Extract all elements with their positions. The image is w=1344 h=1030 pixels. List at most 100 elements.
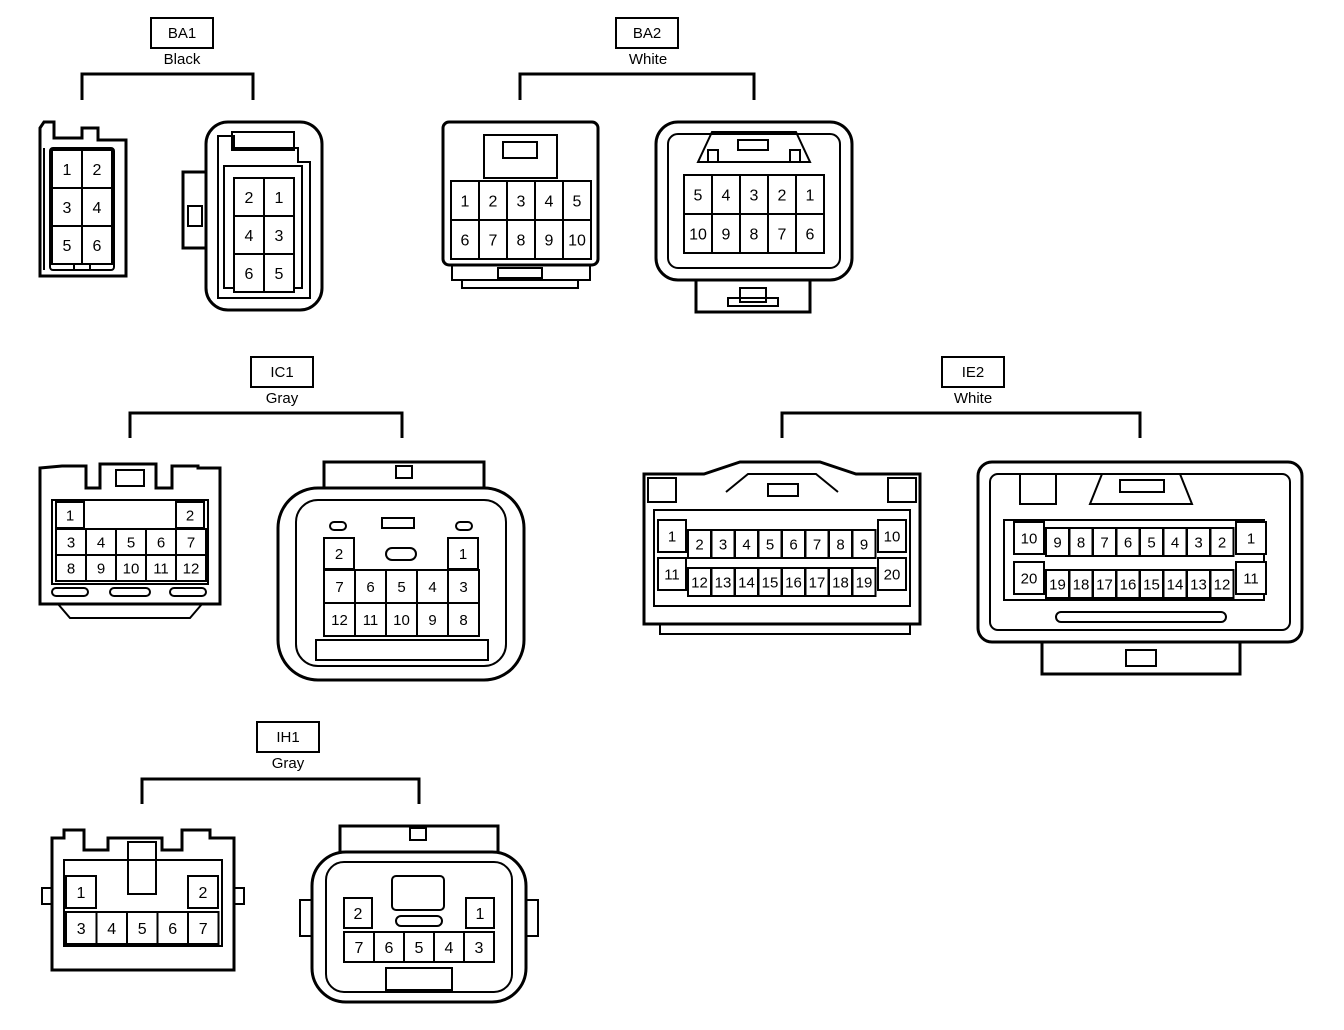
- ic1-left-pin-2: 2: [175, 501, 205, 529]
- svg-text:6: 6: [1124, 534, 1132, 551]
- svg-text:3: 3: [63, 200, 72, 217]
- svg-text:4: 4: [445, 940, 454, 957]
- svg-text:9: 9: [722, 226, 731, 243]
- svg-text:3: 3: [750, 187, 759, 204]
- svg-text:14: 14: [738, 574, 755, 591]
- ie2-left-pin-20: 20: [877, 557, 907, 591]
- svg-text:14: 14: [1167, 576, 1184, 593]
- connector-id-ic1: IC1: [250, 356, 314, 388]
- ih1-bracket: [140, 777, 421, 804]
- ba1-left-pin-2: 2: [81, 149, 113, 189]
- svg-text:6: 6: [245, 266, 254, 283]
- connector-id-ih1: IH1: [256, 721, 320, 753]
- ie2-right-pin-5: 5: [1139, 527, 1164, 557]
- ie2-bracket: [780, 411, 1142, 438]
- svg-text:7: 7: [335, 579, 343, 596]
- svg-text:6: 6: [168, 921, 177, 938]
- ic1-right-pin-8: 8: [447, 602, 480, 637]
- ie2-left-pin-17: 17: [804, 567, 830, 597]
- ie2-right-pin-9: 9: [1045, 527, 1070, 557]
- svg-text:12: 12: [331, 612, 348, 629]
- svg-text:6: 6: [789, 536, 797, 553]
- svg-text:5: 5: [127, 534, 135, 551]
- ic1-right-pin-10: 10: [385, 602, 418, 637]
- ic1-left-pin-7: 7: [175, 528, 207, 556]
- ie2-left-housing: [642, 460, 922, 635]
- svg-text:10: 10: [1021, 530, 1038, 547]
- ic1-left-pin-11: 11: [145, 554, 177, 582]
- svg-text:11: 11: [363, 612, 379, 629]
- connector-color-ba2: White: [628, 51, 668, 68]
- svg-text:17: 17: [809, 574, 826, 591]
- ba1-left-pin-4: 4: [81, 187, 113, 227]
- ie2-left-pin-13: 13: [710, 567, 736, 597]
- ba2-right-pin-8: 8: [739, 213, 769, 254]
- svg-text:10: 10: [689, 226, 707, 243]
- ie2-left-pin-8: 8: [828, 529, 853, 559]
- ih1-left-pin-3: 3: [65, 911, 98, 945]
- svg-text:5: 5: [63, 238, 72, 255]
- ie2-left-pin-11: 11: [657, 557, 687, 591]
- ic1-right-pin-3: 3: [447, 569, 480, 604]
- ba1-left-housing: [38, 120, 128, 278]
- connector-color-ba1: Black: [163, 51, 201, 68]
- ic1-right-pin-9: 9: [416, 602, 449, 637]
- svg-text:11: 11: [153, 560, 169, 577]
- svg-text:16: 16: [785, 574, 802, 591]
- svg-text:5: 5: [397, 579, 405, 596]
- ba1-right-pin-5: 5: [263, 253, 295, 293]
- connector-color-ih1: Gray: [271, 755, 305, 772]
- svg-text:8: 8: [750, 226, 759, 243]
- ie2-right-pin-15: 15: [1139, 569, 1164, 599]
- svg-text:5: 5: [694, 187, 703, 204]
- ic1-bracket: [128, 411, 404, 438]
- ic1-left-pin-9: 9: [85, 554, 117, 582]
- svg-text:4: 4: [545, 193, 554, 210]
- ba2-left-pin-10: 10: [562, 219, 592, 260]
- svg-text:8: 8: [517, 232, 526, 249]
- ih1-left-pin-6: 6: [156, 911, 189, 945]
- svg-text:4: 4: [722, 187, 731, 204]
- ic1-right-housing: [276, 460, 526, 682]
- ic1-right-pin-4: 4: [416, 569, 449, 604]
- svg-text:2: 2: [335, 546, 343, 563]
- svg-text:7: 7: [355, 940, 364, 957]
- ba2-right-pin-6: 6: [795, 213, 825, 254]
- ic1-right-pin-2: 2: [323, 537, 355, 570]
- ic1-left-pin-10: 10: [115, 554, 147, 582]
- ba2-right-pin-2: 2: [767, 174, 797, 215]
- ic1-right-pin-5: 5: [385, 569, 418, 604]
- ie2-right-pin-11: 11: [1235, 561, 1267, 595]
- svg-text:5: 5: [766, 536, 774, 553]
- ba2-bracket: [518, 72, 756, 100]
- ih1-right-pin-1: 1: [465, 897, 495, 929]
- svg-text:2: 2: [199, 885, 208, 902]
- svg-text:8: 8: [459, 612, 467, 629]
- ih1-left-pin-4: 4: [95, 911, 128, 945]
- svg-text:7: 7: [199, 921, 208, 938]
- svg-text:1: 1: [476, 906, 485, 923]
- ba2-right-pin-1: 1: [795, 174, 825, 215]
- svg-text:2: 2: [354, 906, 363, 923]
- ih1-right-pin-7: 7: [343, 931, 375, 963]
- svg-text:12: 12: [183, 560, 200, 577]
- ih1-right-housing: [299, 824, 539, 1004]
- svg-text:3: 3: [77, 921, 86, 938]
- svg-text:3: 3: [67, 534, 75, 551]
- ba2-left-housing: [441, 120, 600, 289]
- ie2-right-pin-13: 13: [1186, 569, 1211, 599]
- svg-text:1: 1: [66, 507, 74, 524]
- ic1-right-pin-12: 12: [323, 602, 356, 637]
- svg-text:9: 9: [545, 232, 554, 249]
- ie2-right-pin-4: 4: [1162, 527, 1188, 557]
- connector-id-ba1: BA1: [150, 17, 214, 49]
- ba2-right-pin-4: 4: [711, 174, 741, 215]
- svg-text:13: 13: [1190, 576, 1207, 593]
- ba2-right-pin-5: 5: [683, 174, 713, 215]
- connector-id-ba2: BA2: [615, 17, 679, 49]
- svg-text:13: 13: [715, 574, 732, 591]
- svg-text:19: 19: [856, 574, 873, 591]
- svg-text:5: 5: [573, 193, 582, 210]
- ba1-right-pin-3: 3: [263, 215, 295, 255]
- svg-text:9: 9: [1053, 534, 1061, 551]
